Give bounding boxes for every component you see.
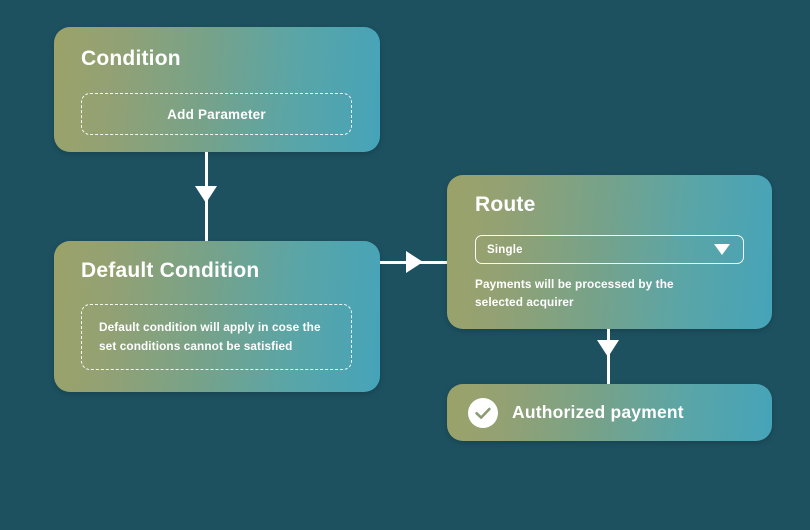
node-condition[interactable]: Condition Add Parameter xyxy=(54,27,380,152)
node-authorized-payment[interactable]: Authorized payment xyxy=(447,384,772,441)
arrow-down-icon xyxy=(195,186,217,203)
add-parameter-button[interactable]: Add Parameter xyxy=(81,93,352,135)
add-parameter-label: Add Parameter xyxy=(167,106,266,122)
node-route[interactable]: Route Single Payments will be processed … xyxy=(447,175,772,329)
default-condition-description: Default condition will apply in cose the… xyxy=(99,319,321,353)
chevron-down-icon[interactable] xyxy=(714,244,730,255)
arrow-right-icon xyxy=(406,251,423,273)
route-select[interactable]: Single xyxy=(475,235,744,264)
arrow-down-icon xyxy=(597,340,619,357)
route-help-text: Payments will be processed by the select… xyxy=(475,277,674,310)
node-default-condition[interactable]: Default Condition Default condition will… xyxy=(54,241,380,392)
check-circle-icon xyxy=(468,397,498,428)
route-select-value: Single xyxy=(487,243,523,256)
default-condition-description-box[interactable]: Default condition will apply in cose the… xyxy=(81,304,352,370)
condition-title: Condition xyxy=(81,47,181,70)
default-condition-title: Default Condition xyxy=(81,259,260,282)
authorized-payment-label: Authorized payment xyxy=(512,402,684,422)
route-title: Route xyxy=(475,193,536,216)
